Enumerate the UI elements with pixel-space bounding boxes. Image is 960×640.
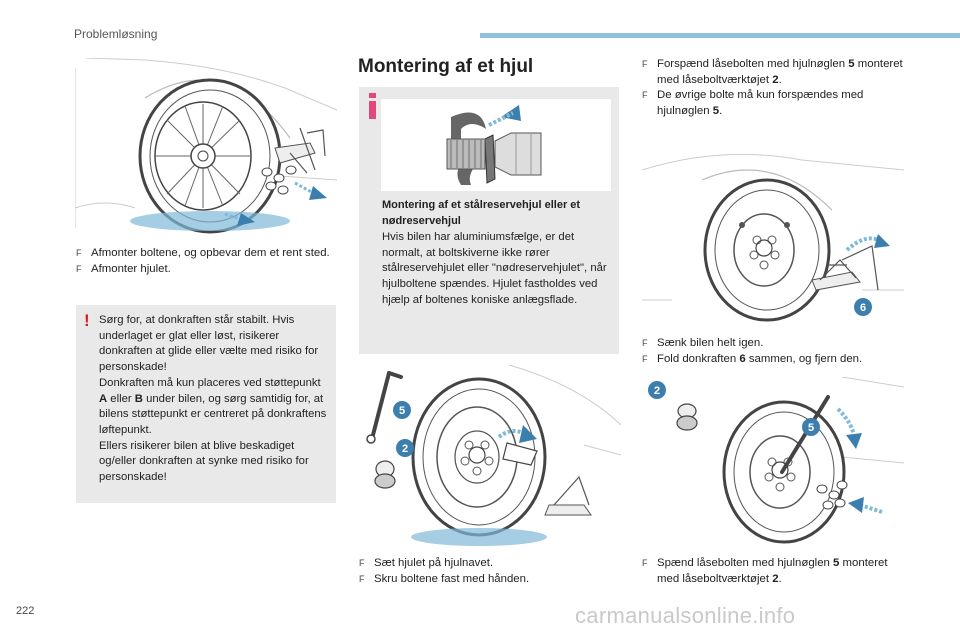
bullet-icon: F bbox=[642, 90, 648, 100]
list-item: F Fold donkraften 6 sammen, og fjern den… bbox=[642, 352, 904, 368]
bullet-icon: F bbox=[76, 248, 82, 258]
callout-label: 2 bbox=[402, 443, 408, 455]
callout-label: 5 bbox=[808, 422, 814, 434]
bullet-icon: F bbox=[359, 558, 365, 568]
list-item: F Sæt hjulet på hjulnavet. bbox=[359, 556, 619, 572]
watermark: carmanualsonline.info bbox=[575, 603, 796, 628]
page-number: 222 bbox=[16, 605, 35, 617]
bullet-icon: F bbox=[76, 263, 82, 274]
bullet-icon: F bbox=[642, 353, 648, 364]
col3-bullet-list-top: F Forspænd låsebolten med hjulnøglen 5 m… bbox=[642, 57, 904, 119]
col1-bullet-list: F Afmonter boltene, og opbevar dem et re… bbox=[76, 246, 336, 277]
list-item: F Spænd låsebolten med hjulnøglen 5 mont… bbox=[642, 556, 904, 587]
bullet-icon: F bbox=[642, 59, 648, 69]
col3-bullet-list-bottom: F Spænd låsebolten med hjulnøglen 5 mont… bbox=[642, 556, 904, 587]
running-header: Problemløsning bbox=[74, 27, 158, 41]
bullet-icon: F bbox=[359, 573, 365, 584]
warning-box: ! Sørg for, at donkraften står stabilt. … bbox=[76, 305, 336, 503]
section-title: Montering af et hjul bbox=[358, 56, 534, 77]
bullet-icon: F bbox=[642, 558, 648, 568]
list-item: F Afmonter hjulet. bbox=[76, 262, 336, 278]
callout-label: 6 bbox=[860, 302, 866, 314]
illustration-lower-car: 6 bbox=[642, 150, 904, 325]
bullet-icon: F bbox=[642, 338, 648, 348]
callout-label: 5 bbox=[399, 405, 405, 417]
info-icon bbox=[369, 93, 376, 119]
info-text: Hvis bilen har aluminiumsfælge, er det n… bbox=[382, 231, 607, 306]
list-item: F Afmonter boltene, og opbevar dem et re… bbox=[76, 246, 336, 262]
col2-bullet-list: F Sæt hjulet på hjulnavet. F Skru bolten… bbox=[359, 556, 619, 587]
list-item: F Forspænd låsebolten med hjulnøglen 5 m… bbox=[642, 57, 904, 88]
warning-text: Sørg for, at donkraften står stabilt. Hv… bbox=[99, 314, 327, 484]
list-item: F De øvrige bolte må kun forspændes med … bbox=[642, 88, 904, 119]
warning-exclamation-icon: ! bbox=[84, 311, 90, 330]
info-box: Montering af et stålreservehjul eller et… bbox=[359, 87, 619, 354]
illustration-tighten-lockbolt: 2 5 bbox=[642, 377, 904, 545]
callout-label: 2 bbox=[654, 385, 660, 397]
col3-bullet-list-mid: F Sænk bilen helt igen. F Fold donkrafte… bbox=[642, 336, 904, 367]
illustration-remove-wheel bbox=[75, 58, 337, 238]
list-item: F Sænk bilen helt igen. bbox=[642, 336, 904, 352]
list-item: F Skru boltene fast med hånden. bbox=[359, 572, 619, 588]
info-title: Montering af et stålreservehjul eller et… bbox=[382, 199, 581, 227]
illustration-mount-wheel: 5 2 bbox=[359, 365, 621, 550]
illustration-bolt-washer bbox=[381, 99, 611, 191]
header-accent-bar bbox=[480, 33, 960, 38]
